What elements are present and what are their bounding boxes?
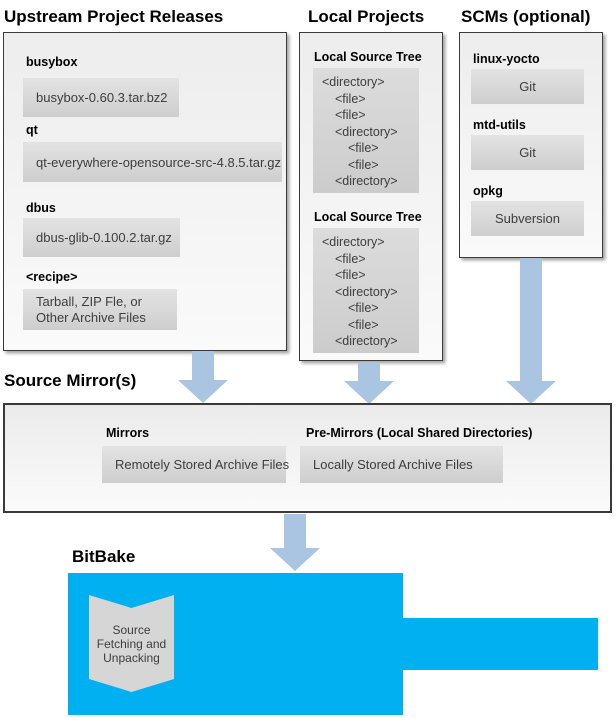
tree-line: <file> xyxy=(335,91,366,106)
source-mirrors-box: Mirrors Remotely Stored Archive Files Pr… xyxy=(3,403,612,513)
process-line3: Unpacking xyxy=(103,650,160,665)
busybox-label: busybox xyxy=(26,55,78,69)
bitbake-title: BitBake xyxy=(72,547,136,566)
dbus-label: dbus xyxy=(26,201,56,215)
mirrors-archive-box: Remotely Stored Archive Files xyxy=(102,446,289,483)
qt-label: qt xyxy=(26,123,38,137)
process-line1: Source xyxy=(112,622,151,637)
local-source-tree-label-1: Local Source Tree xyxy=(314,50,422,64)
opkg-label: opkg xyxy=(473,184,503,198)
recipe-label: <recipe> xyxy=(26,270,78,284)
tree-line: <file> xyxy=(348,157,379,172)
recipe-archive-box: Tarball, ZIP Fle, or Other Archive Files xyxy=(23,289,177,330)
tree-line: <file> xyxy=(335,268,366,282)
tree-line: <directory> xyxy=(335,284,398,299)
opkg-scm-box: Subversion xyxy=(471,201,584,236)
tree-line: <directory> xyxy=(335,124,398,139)
tree-line: <file> xyxy=(335,108,366,122)
tree-line: <file> xyxy=(348,141,379,155)
upstream-releases-box: busybox busybox-0.60.3.tar.bz2 qt qt-eve… xyxy=(3,32,287,351)
tree-line: <directory> xyxy=(322,75,385,89)
source-fetching-chevron: Source Fetching and Unpacking xyxy=(89,595,174,692)
bitbake-output-bar xyxy=(403,618,598,670)
mirrors-label: Mirrors xyxy=(106,426,150,440)
tree-line: <file> xyxy=(335,251,366,266)
scms-box: linux-yocto Git mtd-utils Git opkg Subve… xyxy=(459,32,603,258)
premirrors-label: Pre-Mirrors (Local Shared Directories) xyxy=(306,426,533,440)
local-source-tree-2: <directory> <file> <file> <directory> <f… xyxy=(313,228,419,353)
arrow-mirrors-to-bitbake xyxy=(270,514,320,571)
tree-line: <directory> xyxy=(322,235,385,249)
linux-yocto-scm-box: Git xyxy=(471,69,584,104)
upstream-releases-title: Upstream Project Releases xyxy=(4,7,224,26)
mtd-utils-label: mtd-utils xyxy=(473,118,526,132)
busybox-tarball-box: busybox-0.60.3.tar.bz2 xyxy=(23,78,179,117)
mtd-utils-scm-box: Git xyxy=(471,135,584,170)
premirrors-archive-box: Locally Stored Archive Files xyxy=(300,446,503,483)
scms-title: SCMs (optional) xyxy=(461,7,591,26)
arrow-scms-to-mirrors xyxy=(506,258,556,404)
dbus-tarball-box: dbus-glib-0.100.2.tar.gz xyxy=(23,218,180,257)
tree-line: <file> xyxy=(348,301,379,315)
tree-line: <directory> xyxy=(335,174,398,188)
tree-line: <file> xyxy=(348,317,379,332)
qt-tarball-box: qt-everywhere-opensource-src-4.8.5.tar.g… xyxy=(23,142,282,182)
local-projects-title: Local Projects xyxy=(308,7,425,26)
local-source-tree-label-2: Local Source Tree xyxy=(314,210,422,224)
process-line2: Fetching and xyxy=(96,636,167,651)
recipe-archive-line2: Other Archive Files xyxy=(36,309,146,325)
tree-line: <directory> xyxy=(335,334,398,348)
arrow-upstream-to-mirrors xyxy=(178,351,228,403)
arrow-local-to-mirrors xyxy=(344,363,394,404)
local-source-tree-1: <directory> <file> <file> <directory> <f… xyxy=(313,68,419,193)
source-mirrors-title: Source Mirror(s) xyxy=(4,371,137,390)
linux-yocto-label: linux-yocto xyxy=(473,52,540,66)
recipe-archive-line1: Tarball, ZIP Fle, or xyxy=(36,293,142,309)
local-projects-box: Local Source Tree <directory> <file> <fi… xyxy=(299,32,443,361)
